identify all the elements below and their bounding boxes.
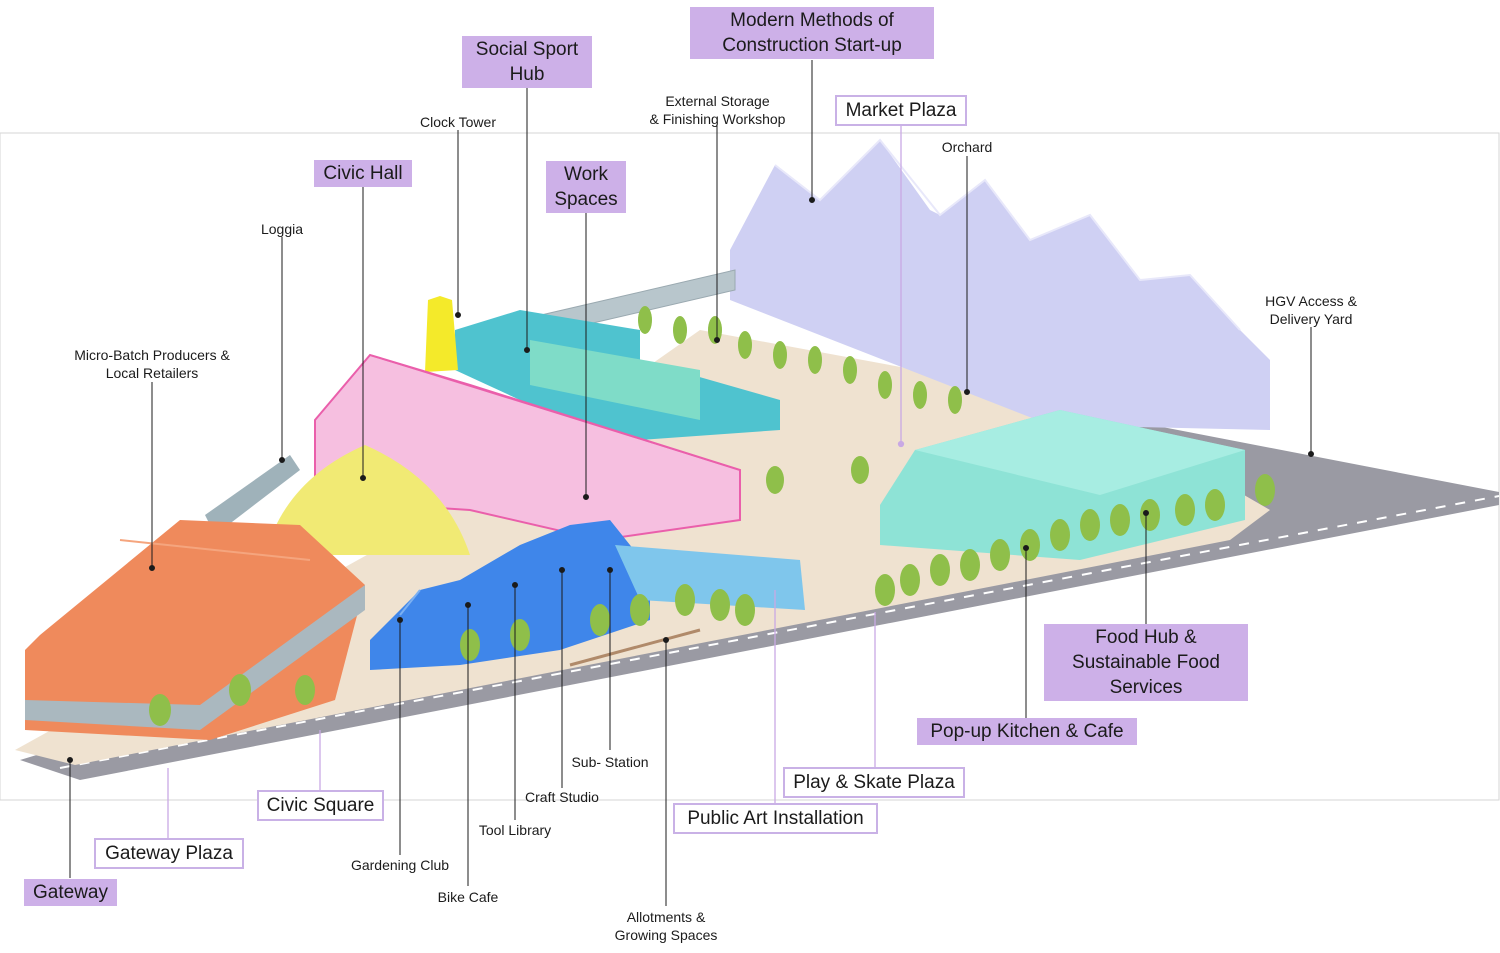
label-pop-up-kitchen: Pop-up Kitchen & Cafe [917, 718, 1137, 745]
label-work-spaces: Work Spaces [546, 161, 626, 213]
label-bike-cafe: Bike Cafe [437, 889, 499, 905]
elevated-walkway [25, 585, 365, 730]
label-public-art-installation: Public Art Installation [673, 803, 878, 834]
label-gateway-plaza: Gateway Plaza [94, 838, 244, 869]
clock-tower-shape [425, 296, 458, 372]
label-sub-station: Sub- Station [571, 754, 649, 770]
label-gateway: Gateway [24, 879, 117, 906]
label-clock-tower: Clock Tower [420, 114, 496, 130]
label-loggia: Loggia [260, 221, 304, 237]
sport-courts [530, 340, 700, 420]
label-play-skate-plaza: Play & Skate Plaza [783, 767, 965, 798]
loggia-walkway [205, 455, 300, 535]
label-tool-library: Tool Library [478, 822, 552, 838]
public-art-installation-shape [615, 545, 805, 610]
blue-workshop-sheds [370, 520, 650, 670]
label-micro-batch: Micro-Batch Producers & Local Retailers [74, 347, 230, 381]
market-roof-ridges [774, 138, 1241, 331]
label-food-hub: Food Hub & Sustainable Food Services [1044, 624, 1248, 701]
glasshouse-frame [369, 354, 741, 471]
label-hgv-access: HGV Access & Delivery Yard [1265, 293, 1357, 327]
road-marking [59, 495, 1500, 769]
label-craft-studio: Craft Studio [525, 789, 599, 805]
market-plaza-sheds [730, 140, 1270, 430]
food-hub-roof [915, 410, 1245, 495]
leader-lines-lavender [167, 122, 905, 838]
illustration-frame [0, 132, 1500, 801]
allotment-beds [569, 628, 701, 667]
label-modern-methods: Modern Methods of Construction Start-up [690, 7, 934, 59]
label-market-plaza: Market Plaza [835, 95, 967, 126]
label-gardening-club: Gardening Club [350, 857, 450, 873]
blue-roof-ridges [399, 589, 421, 616]
label-social-sport-hub: Social Sport Hub [462, 36, 592, 88]
label-civic-square: Civic Square [257, 790, 384, 821]
label-external-storage: External Storage & Finishing Workshop [649, 93, 786, 127]
label-civic-hall: Civic Hall [314, 160, 412, 187]
civic-square-dome [265, 445, 470, 555]
trees [149, 306, 1275, 726]
leader-lines [67, 60, 1314, 906]
label-allotments: Allotments & Growing Spaces [614, 909, 718, 943]
micro-batch-blocks [25, 520, 365, 740]
label-orchard: Orchard [941, 139, 993, 155]
